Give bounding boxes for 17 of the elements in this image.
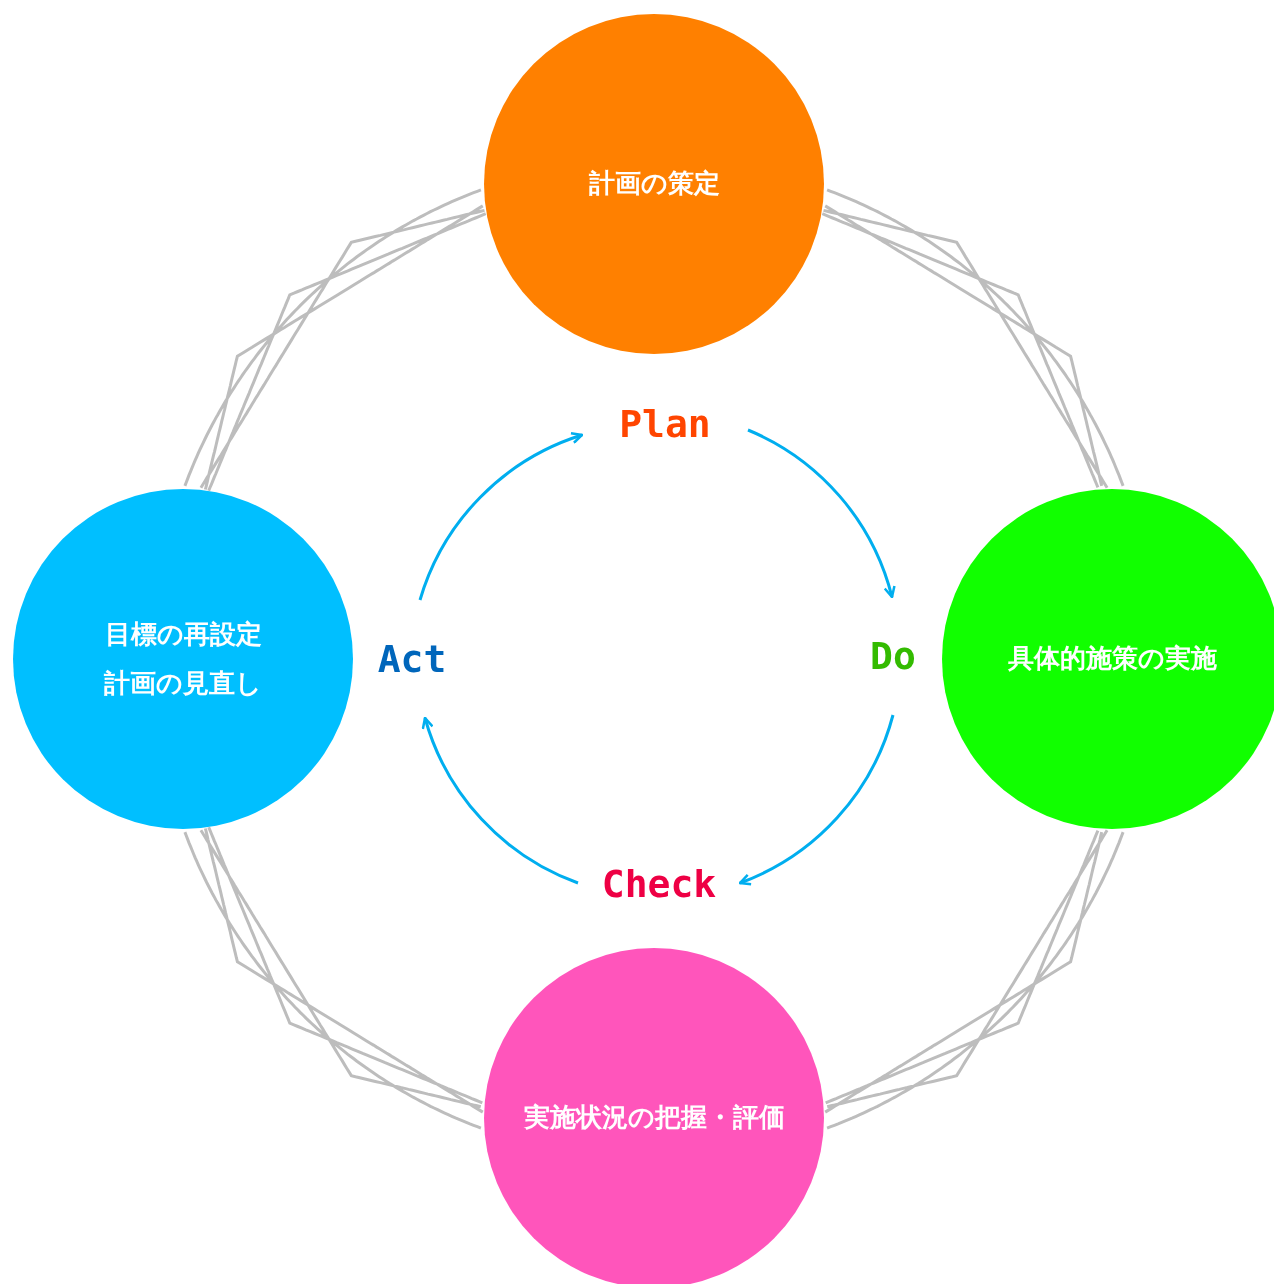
step-label: Plan: [619, 402, 711, 446]
connector-line: [823, 828, 1125, 1130]
step-label: Act: [377, 637, 447, 681]
node-label: 目標の再設定: [104, 617, 262, 651]
connector-line: [183, 188, 488, 493]
cycle-arrow: [418, 432, 584, 601]
cycle-arrow: [747, 428, 896, 599]
node-label: 実施状況の把握・評価: [523, 1101, 785, 1135]
cycle-arrow: [738, 714, 895, 885]
connector-line: [183, 825, 485, 1130]
step-label: Check: [601, 862, 717, 906]
node-label: 計画の策定: [588, 167, 720, 201]
step-label: Do: [870, 634, 916, 678]
node-label: 具体的施策の実施: [1007, 642, 1217, 676]
cycle-arrow: [422, 716, 579, 885]
node-label: 計画の見直し: [104, 667, 262, 700]
connector-line: [820, 188, 1125, 490]
